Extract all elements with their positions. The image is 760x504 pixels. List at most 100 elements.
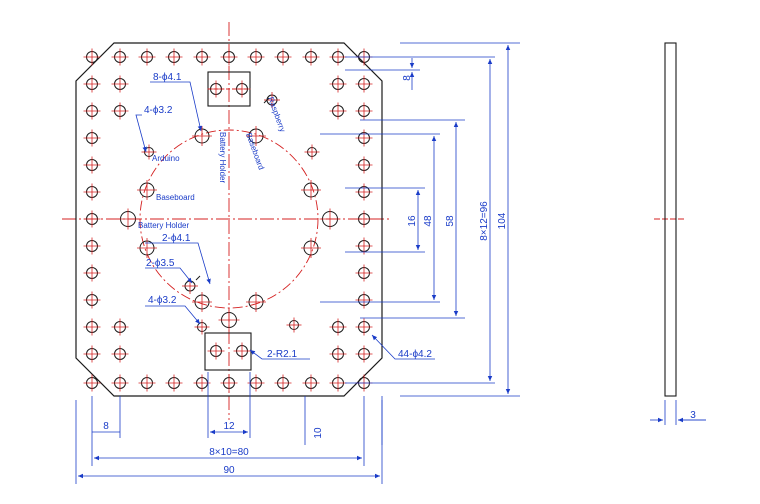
slot-end-radius: [207, 342, 225, 360]
dim-96: 8×12=96: [479, 201, 490, 241]
battery-holder-hole: [319, 208, 341, 230]
edge-hole: [83, 183, 101, 201]
edge-hole: [302, 374, 320, 392]
edge-hole: [220, 374, 238, 392]
edge-hole: [111, 345, 129, 363]
callout-slot-radius: 2-R2.1: [267, 349, 297, 360]
edge-hole: [193, 48, 211, 66]
edge-hole: [138, 48, 156, 66]
mount-hole-41: [301, 238, 321, 258]
mount-hole-32: [304, 144, 320, 160]
label-battery-holder-vertical: Battery Holder: [218, 132, 227, 183]
callout-labels: 8-ϕ4.1 4-ϕ3.2 2-ϕ4.1 2-ϕ3.5 4-ϕ3.2 2-R2.…: [144, 72, 432, 360]
edge-hole: [302, 48, 320, 66]
edge-hole: [83, 264, 101, 282]
edge-hole: [247, 48, 265, 66]
mount-hole-41: [192, 126, 212, 146]
slot-bottom: [204, 332, 252, 371]
edge-hole: [329, 75, 347, 93]
edge-hole: [329, 345, 347, 363]
mount-hole-41: [246, 292, 266, 312]
edge-holes: [83, 48, 373, 392]
edge-hole: [111, 48, 129, 66]
callout-hole-35: 2-ϕ3.5: [146, 258, 175, 269]
side-view: [664, 42, 677, 397]
edge-hole: [355, 345, 373, 363]
callout-hole-32-top: 4-ϕ3.2: [144, 105, 173, 116]
dim-thickness: 3: [690, 410, 696, 421]
edge-hole: [329, 102, 347, 120]
mount-hole-41: [137, 238, 157, 258]
callout-hole-32-bot: 4-ϕ3.2: [148, 295, 177, 306]
edge-hole: [355, 129, 373, 147]
edge-hole: [111, 75, 129, 93]
edge-hole: [274, 374, 292, 392]
edge-hole: [165, 48, 183, 66]
slot-end-radius: [233, 80, 251, 98]
edge-hole: [83, 237, 101, 255]
dim-bottom-offset: 10: [313, 427, 324, 439]
label-battery-holder-left: Battery Holder: [138, 221, 189, 230]
edge-hole: [355, 156, 373, 174]
mount-hole-32: [141, 144, 157, 160]
edge-hole: [83, 75, 101, 93]
edge-hole: [274, 48, 292, 66]
dim-58: 58: [445, 215, 456, 227]
label-arduino: Arduino: [152, 154, 180, 163]
edge-hole: [355, 291, 373, 309]
mount-hole-32: [194, 319, 210, 335]
callout-edge-holes: 44-ϕ4.2: [398, 349, 432, 360]
mount-hole-41: [246, 126, 266, 146]
edge-hole: [355, 183, 373, 201]
edge-hole: [111, 102, 129, 120]
edge-hole: [355, 75, 373, 93]
edge-hole: [83, 374, 101, 392]
plate-outline: [75, 42, 383, 397]
dimension-labels: 8 16 48 58 8×12=96 104 8 12 10 8×10=80 9…: [103, 75, 696, 476]
edge-hole: [111, 374, 129, 392]
edge-hole: [83, 291, 101, 309]
edge-hole: [355, 264, 373, 282]
dim-104: 104: [497, 212, 508, 229]
dim-16: 16: [407, 215, 418, 227]
edge-hole: [329, 374, 347, 392]
mount-holes: [117, 80, 341, 360]
edge-hole: [355, 318, 373, 336]
mount-hole-32: [286, 317, 302, 333]
edge-hole: [165, 374, 183, 392]
leader-lines: [135, 81, 435, 360]
dim-48: 48: [423, 215, 434, 227]
edge-hole: [329, 318, 347, 336]
edge-hole: [83, 345, 101, 363]
dim-80: 8×10=80: [209, 447, 249, 458]
battery-holder-hole: [117, 208, 139, 230]
edge-hole: [83, 210, 101, 228]
edge-hole: [355, 102, 373, 120]
mount-hole-41: [192, 292, 212, 312]
dim-left-offset: 8: [103, 421, 109, 432]
dim-top-offset: 8: [402, 75, 413, 81]
edge-hole: [138, 374, 156, 392]
edge-hole: [220, 48, 238, 66]
edge-hole: [111, 318, 129, 336]
edge-hole: [83, 129, 101, 147]
edge-hole: [83, 48, 101, 66]
edge-hole: [83, 318, 101, 336]
label-baseboard-left: Baseboard: [156, 193, 195, 202]
callout-hole-41-mid: 2-ϕ4.1: [162, 233, 191, 244]
edge-hole: [83, 102, 101, 120]
battery-holder-hole: [218, 309, 240, 331]
dimension-lines: [75, 42, 706, 484]
dim-slot-width: 12: [223, 421, 235, 432]
mount-hole-41: [137, 180, 157, 200]
callout-hole-41-top: 8-ϕ4.1: [153, 72, 182, 83]
edge-hole: [355, 210, 373, 228]
dim-90: 90: [223, 465, 235, 476]
slot-end-radius: [233, 342, 251, 360]
edge-hole: [83, 156, 101, 174]
slot-end-radius: [207, 80, 225, 98]
misc-marks: [195, 97, 270, 281]
label-raspberry: Raspberry: [266, 96, 287, 134]
mount-hole-41: [301, 180, 321, 200]
